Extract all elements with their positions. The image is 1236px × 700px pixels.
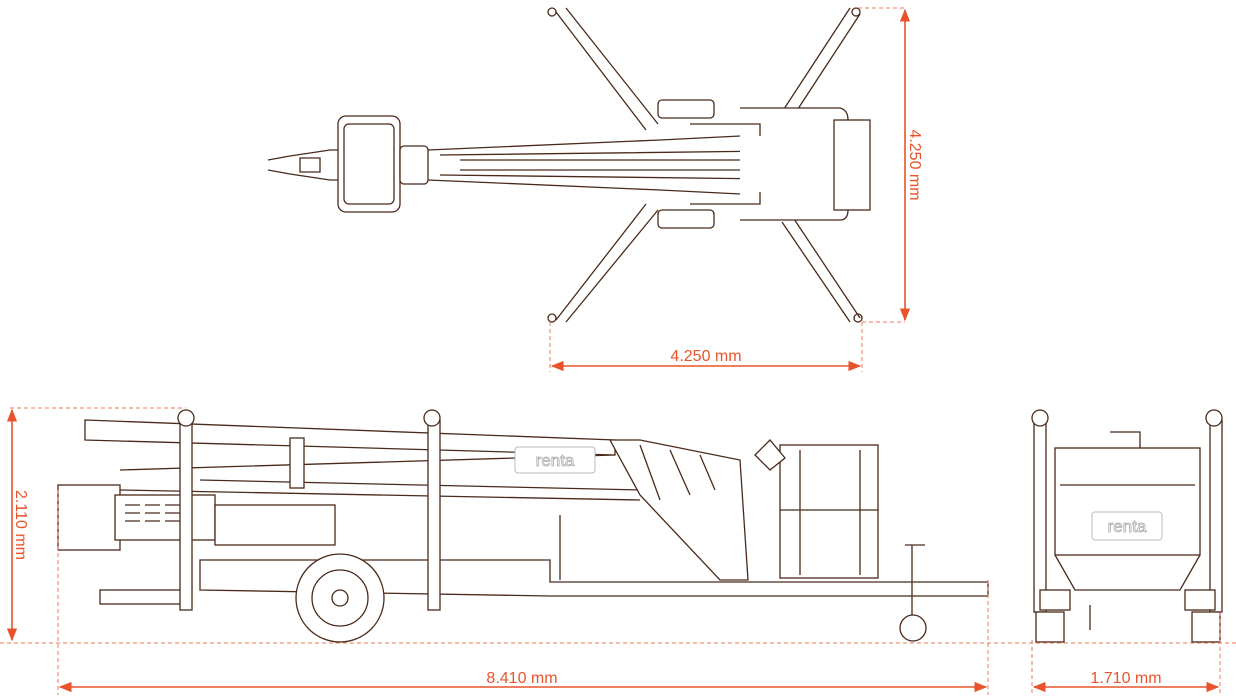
top-width-label: 4.250 mm [670, 348, 741, 365]
outrigger-post [179, 419, 193, 611]
renta-logo-text: renta [1108, 517, 1147, 536]
wheel [295, 553, 385, 643]
outrigger-post [1209, 419, 1223, 613]
top-view [267, 7, 871, 323]
renta-logo [514, 446, 596, 474]
platform-basket-top [337, 115, 401, 213]
side-length-label: 8.410 mm [486, 670, 557, 687]
platform-basket-side [779, 444, 879, 579]
side-front-dimensions: 2.110 mm 8.410 mm 1.710 mm [0, 407, 1236, 695]
counterweight [57, 484, 121, 551]
top-length-label: 4.250 mm [906, 129, 923, 200]
side-height-label: 2.110 mm [12, 490, 29, 560]
renta-logo-text: renta [536, 451, 575, 470]
top-view-dimensions: 4.250 mm 4.250 mm [549, 7, 923, 372]
renta-logo [1091, 511, 1163, 541]
front-view: renta [1031, 409, 1223, 643]
jockey-wheel [899, 614, 927, 642]
wheel [1191, 611, 1221, 643]
wheel [1035, 611, 1065, 643]
side-view: renta [57, 409, 989, 643]
outrigger-post [427, 419, 441, 611]
outriggers [547, 7, 863, 323]
outrigger-post [1033, 419, 1047, 613]
front-width-label: 1.710 mm [1090, 670, 1161, 687]
